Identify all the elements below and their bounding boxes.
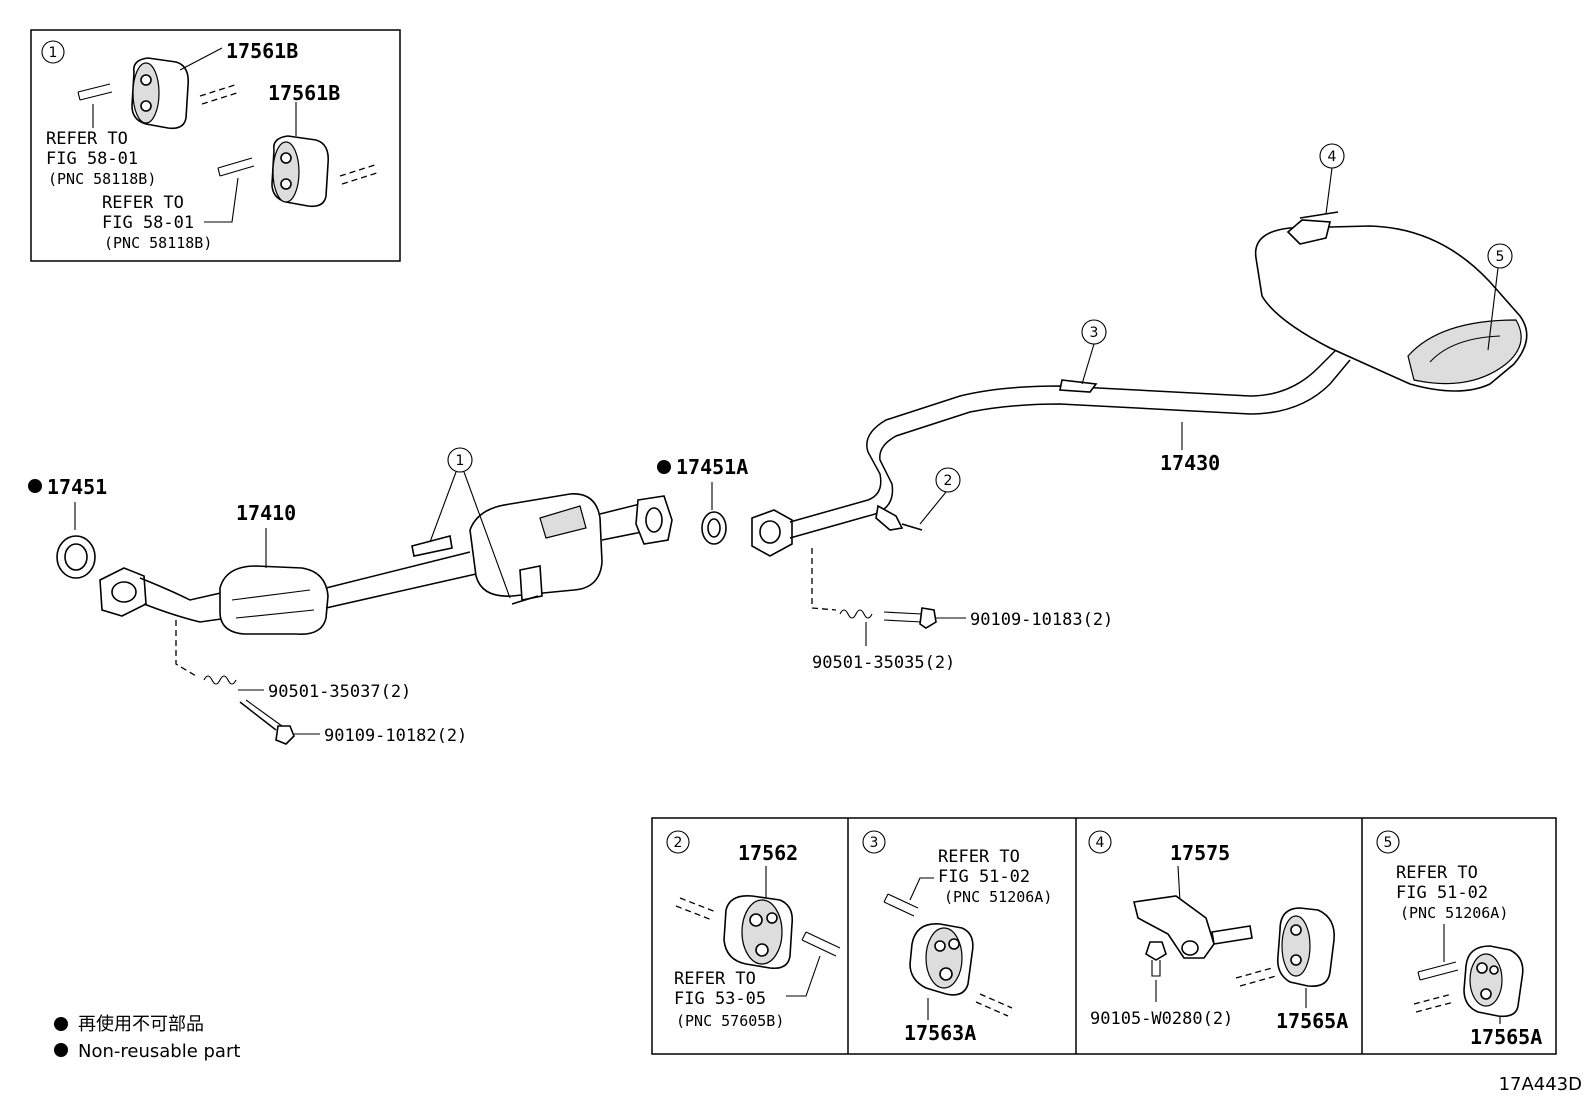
svg-text:4: 4 bbox=[1096, 835, 1105, 851]
bolt-90105-w0280[interactable]: 90105-W0280(2) bbox=[1090, 941, 1233, 1029]
callout-2-main: 2 bbox=[919, 467, 961, 525]
hanger-17563a[interactable] bbox=[909, 923, 974, 996]
ref-a-line1: REFER TO bbox=[46, 129, 128, 149]
svg-text:2: 2 bbox=[944, 473, 953, 489]
part-17562-label: 17562 bbox=[738, 841, 798, 865]
hanger-17561b-upper[interactable] bbox=[131, 57, 190, 130]
inset-5-ref-line1: REFER TO bbox=[1396, 863, 1478, 883]
svg-text:3: 3 bbox=[870, 835, 879, 851]
inset-4-box: 4 17575 90105-W0280(2) 17565A bbox=[1088, 830, 1348, 1033]
part-90501-35037-label: 90501-35037(2) bbox=[268, 682, 411, 702]
pin-lower-right bbox=[339, 163, 381, 185]
hanger-17565a-inset4[interactable] bbox=[1276, 907, 1335, 988]
pin-upper-left bbox=[77, 83, 113, 101]
legend-jp-text: 再使用不可部品 bbox=[78, 1014, 204, 1035]
spring-90501-35037[interactable]: 90501-35037(2) bbox=[203, 675, 411, 702]
inset-1-callout: 1 bbox=[49, 45, 58, 61]
part-17563a-label: 17563A bbox=[904, 1021, 976, 1045]
ref-b-line1: REFER TO bbox=[102, 193, 184, 213]
svg-text:3: 3 bbox=[1090, 325, 1099, 341]
ref-b-line3: (PNC 58118B) bbox=[104, 234, 212, 252]
front-pipe-17410[interactable] bbox=[99, 493, 673, 635]
pin-lower-left bbox=[217, 157, 255, 177]
part-17561b-lower-label: 17561B bbox=[268, 81, 340, 105]
bracket-17575[interactable] bbox=[1133, 895, 1253, 959]
hanger-17561b-lower[interactable] bbox=[271, 135, 330, 208]
svg-text:1: 1 bbox=[456, 453, 465, 469]
spring-90501-35035[interactable]: 90501-35035(2) bbox=[812, 609, 955, 673]
svg-text:4: 4 bbox=[1328, 149, 1337, 165]
pin-upper-right bbox=[199, 83, 241, 105]
tail-pipe-17430[interactable] bbox=[751, 211, 1528, 557]
callout-4-main: 4 bbox=[1319, 143, 1345, 215]
inset-2-ref-line1: REFER TO bbox=[674, 969, 756, 989]
inset-5-box: 5 REFER TO FIG 51-02 (PNC 51206A) 17565A bbox=[1376, 830, 1542, 1049]
inset-2-ref-line2: FIG 53-05 bbox=[674, 989, 766, 1009]
inset-5-ref-line2: FIG 51-02 bbox=[1396, 883, 1488, 903]
part-17430-label: 17430 bbox=[1160, 451, 1220, 475]
part-90109-10183-label: 90109-10183(2) bbox=[970, 610, 1113, 630]
part-90105-w0280-label: 90105-W0280(2) bbox=[1090, 1009, 1233, 1029]
callout-5-main: 5 bbox=[1487, 243, 1513, 351]
part-17575-label: 17575 bbox=[1170, 841, 1230, 865]
legend-en-text: Non-reusable part bbox=[78, 1041, 240, 1062]
gasket-17451[interactable]: 17451 bbox=[28, 475, 107, 579]
svg-text:5: 5 bbox=[1384, 835, 1393, 851]
bottom-insets-frame bbox=[651, 817, 1557, 1055]
part-17410-label: 17410 bbox=[236, 501, 296, 525]
inset-3-ref-line2: FIG 51-02 bbox=[938, 867, 1030, 887]
legend: 再使用不可部品 Non-reusable part bbox=[54, 1014, 240, 1062]
bolt-90109-10183[interactable]: 90109-10183(2) bbox=[883, 607, 1113, 630]
legend-bullet-jp bbox=[54, 1017, 68, 1031]
part-17565a-label-inset4: 17565A bbox=[1276, 1009, 1348, 1033]
inset-2-box: 2 17562 REFER TO FIG 53-05 (PNC 57605B) bbox=[666, 830, 841, 1030]
ref-b-line2: FIG 58-01 bbox=[102, 213, 194, 233]
inset-1-box: 1 17561B REFER TO FIG 58-01 (PNC 58118B)… bbox=[30, 29, 401, 262]
part-90501-35035-label: 90501-35035(2) bbox=[812, 653, 955, 673]
inset-3-ref-line1: REFER TO bbox=[938, 847, 1020, 867]
inset-2-ref-line3: (PNC 57605B) bbox=[676, 1012, 784, 1030]
part-17561b-upper-label: 17561B bbox=[226, 39, 298, 63]
figure-code: 17A443D bbox=[1499, 1074, 1582, 1095]
hanger-17565a-inset5[interactable] bbox=[1463, 945, 1524, 1018]
hanger-17562[interactable] bbox=[723, 894, 794, 970]
callout-1-main: 1 bbox=[429, 447, 511, 599]
gasket-17451a[interactable]: 17451A bbox=[657, 455, 748, 545]
ref-a-line2: FIG 58-01 bbox=[46, 149, 138, 169]
svg-text:2: 2 bbox=[674, 835, 683, 851]
svg-text:5: 5 bbox=[1496, 249, 1505, 265]
inset-3-box: 3 REFER TO FIG 51-02 (PNC 51206A) 17563A bbox=[862, 830, 1052, 1045]
legend-bullet-en bbox=[54, 1043, 68, 1057]
part-17565a-label-inset5: 17565A bbox=[1470, 1025, 1542, 1049]
callout-3-main: 3 bbox=[1081, 319, 1107, 385]
ref-a-line3: (PNC 58118B) bbox=[48, 170, 156, 188]
part-90109-10182-label: 90109-10182(2) bbox=[324, 726, 467, 746]
inset-3-ref-line3: (PNC 51206A) bbox=[944, 888, 1052, 906]
part-17451-label: 17451 bbox=[47, 475, 107, 499]
part-17451a-label: 17451A bbox=[676, 455, 748, 479]
inset-5-ref-line3: (PNC 51206A) bbox=[1400, 904, 1508, 922]
bolt-90109-10182[interactable]: 90109-10182(2) bbox=[239, 699, 467, 746]
